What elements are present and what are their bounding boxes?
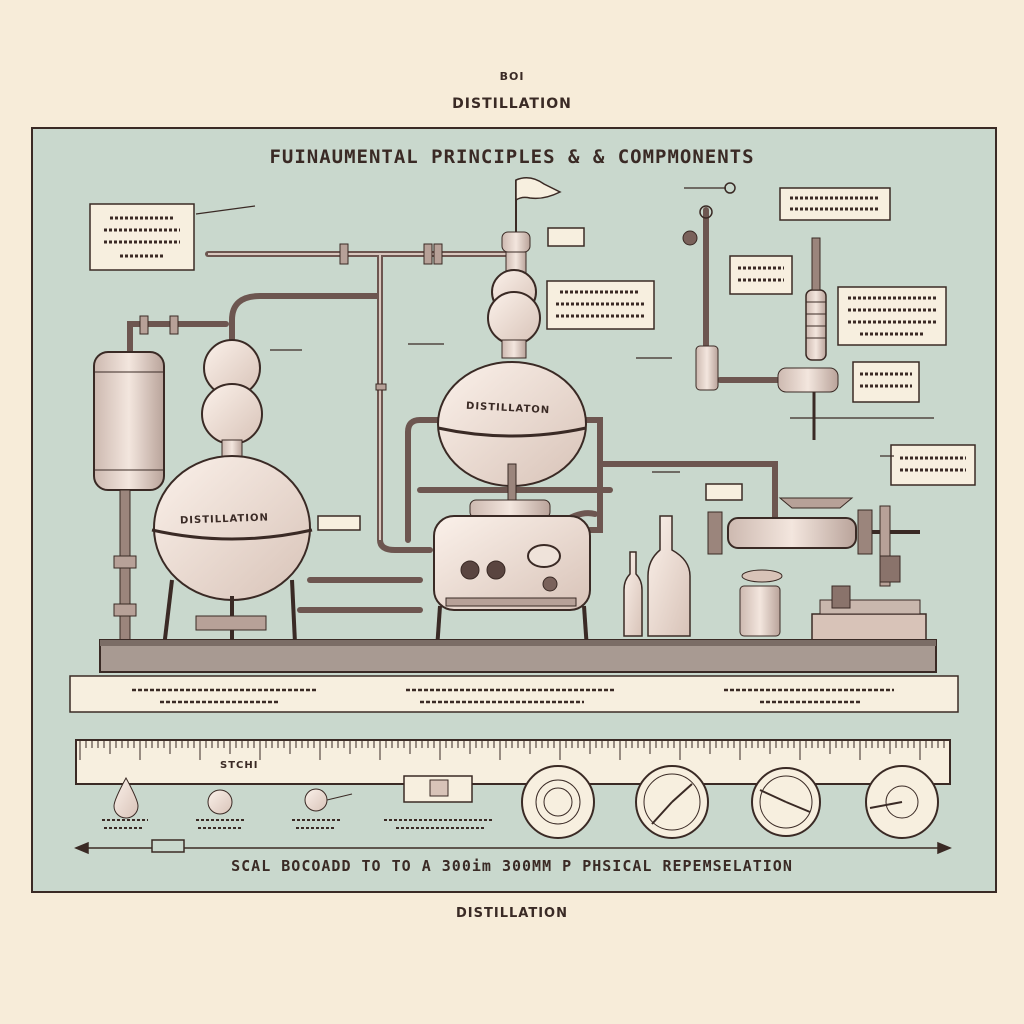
pipe-inner [208,253,510,540]
left-reservoir [93,351,165,641]
callout-box-left [89,203,195,271]
ruler-mark: STCHI [220,760,259,771]
panel-title: FUINAUMENTAL PRINCIPLES & & COMPMONENTS [269,146,755,168]
heater-gauge [527,544,561,568]
gauge-1 [521,765,595,839]
leader-lines [195,187,934,473]
callout-box-right [837,286,947,346]
gauge-3 [751,767,821,837]
tag-box-3 [705,483,743,501]
heater-knob-2 [486,560,506,580]
callout-box-far-right [890,444,976,486]
dimension-line [74,839,952,855]
right-condenser [707,497,927,641]
ruler [75,739,951,785]
scale-legend [102,765,939,839]
gauge-4 [865,765,939,839]
bench-caption-lines [132,688,894,704]
bottles [623,515,783,637]
tag-box-2 [317,515,361,531]
footer-label: DISTILLATION [456,906,568,921]
header-code: BOI [499,70,525,83]
callout-box-mid-right [729,255,793,295]
callout-box-top-right [779,187,891,221]
upper-right-apparatus [682,182,839,440]
gauge-2 [635,765,709,839]
tag-box-1 [547,227,585,247]
left-still [151,339,313,665]
heater-unit [433,499,591,665]
pipe-flanges [139,243,443,391]
center-still [437,177,587,509]
scale-caption: SCAL BOCOADD TO TO A 300im 300MM P PHSIC… [231,857,793,875]
workbench [69,639,959,713]
callout-text-lines [104,196,966,472]
callout-box-lower-right [852,361,920,403]
heater-knob-1 [460,560,480,580]
header-label: DISTILLATION [452,96,572,112]
